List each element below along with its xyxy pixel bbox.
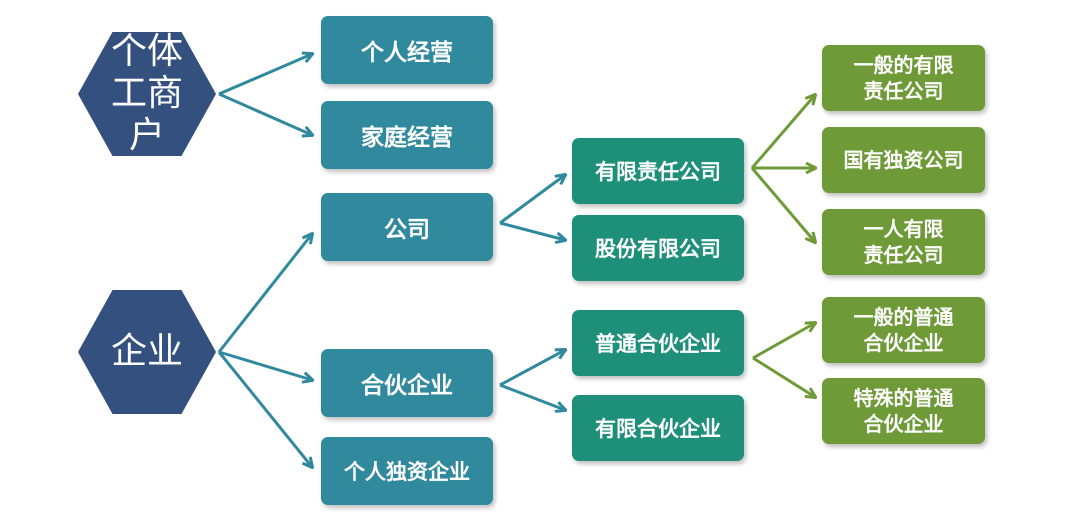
arrow-company-to-llc bbox=[499, 175, 565, 225]
enterprise-hexagon: 企业 bbox=[78, 290, 216, 414]
arrow-partnership-to-limited bbox=[499, 383, 565, 410]
enterprise-label: 企业 bbox=[110, 331, 183, 372]
arrow-individual-to-personal-operation bbox=[218, 54, 312, 96]
arrow-enterprise-to-sole-proprietorship bbox=[217, 351, 312, 467]
individual-business-hexagon: 个体工商户 bbox=[78, 32, 216, 156]
arrow-enterprise-to-partnership bbox=[218, 350, 312, 380]
family-operation-label: 家庭经营 bbox=[361, 125, 453, 151]
family-operation-box: 家庭经营 bbox=[321, 101, 493, 169]
individual-operation-label: 个人经营 bbox=[361, 40, 453, 66]
sole-proprietorship-label: 个人独资企业 bbox=[344, 460, 470, 484]
general-partnership-box: 普通合伙企业 bbox=[572, 310, 744, 376]
arrow-individual-to-family-operation bbox=[218, 92, 312, 135]
limited-partnership-box: 有限合伙企业 bbox=[572, 395, 744, 461]
general-general-partnership-label: 一般的普通合伙企业 bbox=[853, 305, 954, 355]
partnership-box: 合伙企业 bbox=[321, 349, 493, 417]
arrow-llc-to-general-llc bbox=[750, 95, 815, 169]
partnership-label: 合伙企业 bbox=[361, 373, 453, 399]
joint-stock-company-box: 股份有限公司 bbox=[572, 215, 744, 281]
joint-stock-company-label: 股份有限公司 bbox=[595, 237, 721, 261]
arrow-general-partnership-to-special bbox=[752, 356, 815, 397]
individual-business-label: 个体工商户 bbox=[110, 31, 183, 156]
special-general-partnership-label: 特殊的普通合伙企业 bbox=[853, 386, 954, 436]
arrow-company-to-jsc bbox=[499, 221, 565, 240]
arrow-partnership-to-general bbox=[499, 350, 565, 387]
one-person-llc-label: 一人有限责任公司 bbox=[863, 217, 944, 267]
sole-proprietorship-box: 个人独资企业 bbox=[321, 437, 493, 505]
limited-liability-company-box: 有限责任公司 bbox=[572, 138, 744, 204]
individual-operation-box: 个人经营 bbox=[321, 16, 493, 84]
company-box: 公司 bbox=[321, 193, 493, 261]
arrow-enterprise-to-company bbox=[217, 234, 312, 353]
general-partnership-label: 普通合伙企业 bbox=[595, 332, 721, 356]
arrow-llc-to-one-person bbox=[750, 167, 815, 242]
limited-partnership-label: 有限合伙企业 bbox=[595, 417, 721, 441]
one-person-llc-box: 一人有限责任公司 bbox=[822, 209, 985, 275]
general-llc-label: 一般的有限责任公司 bbox=[853, 53, 954, 103]
arrow-general-partnership-to-general bbox=[752, 323, 815, 360]
company-label: 公司 bbox=[384, 217, 430, 243]
special-general-partnership-box: 特殊的普通合伙企业 bbox=[822, 378, 985, 444]
limited-liability-company-label: 有限责任公司 bbox=[595, 160, 721, 184]
general-general-partnership-box: 一般的普通合伙企业 bbox=[822, 297, 985, 363]
state-owned-sole-box: 国有独资公司 bbox=[822, 127, 985, 193]
state-owned-sole-label: 国有独资公司 bbox=[843, 148, 964, 172]
general-llc-box: 一般的有限责任公司 bbox=[822, 45, 985, 111]
